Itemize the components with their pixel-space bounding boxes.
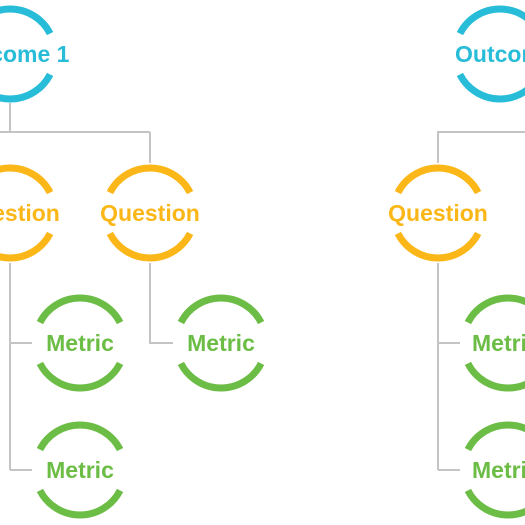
question-node-2: Question <box>100 164 200 262</box>
connector-question-2-to-metric <box>149 263 173 344</box>
metric-label: Metric <box>472 457 525 483</box>
metric-node-1: Metric <box>36 294 124 392</box>
question-label: Question <box>388 200 488 226</box>
question-ring <box>394 164 482 262</box>
metric-ring <box>464 421 525 519</box>
metric-label: Metric <box>472 330 525 356</box>
connector-question-1-to-metrics <box>9 263 32 471</box>
metric-ring <box>464 294 525 392</box>
connector-outcome-1-to-questions <box>0 103 151 163</box>
metric-ring <box>36 421 124 519</box>
metric-ring <box>36 294 124 392</box>
metric-label: Metric <box>46 330 114 356</box>
outcome-node-1: Outcome 1 <box>0 5 70 103</box>
question-node-3: Question <box>388 164 488 262</box>
question-ring <box>106 164 194 262</box>
question-label: Question <box>100 200 200 226</box>
connectors <box>0 103 525 471</box>
metric-ring <box>177 294 265 392</box>
outcome-node-2: Outcome 2 <box>455 5 525 103</box>
metric-node-3: Metric <box>36 421 124 519</box>
connector-outcome-2-to-question <box>437 131 525 163</box>
question-node-1: Question <box>0 164 60 262</box>
metric-node-5: Metric <box>464 421 525 519</box>
metric-node-2: Metric <box>177 294 265 392</box>
connector-question-3-to-metrics <box>437 263 460 471</box>
metric-label: Metric <box>187 330 255 356</box>
outcome-ring <box>0 5 54 103</box>
metric-label: Metric <box>46 457 114 483</box>
outcome-label: Outcome 1 <box>0 41 70 67</box>
metric-node-4: Metric <box>464 294 525 392</box>
outcome-label: Outcome 2 <box>455 41 525 67</box>
question-label: Question <box>0 200 60 226</box>
outcome-ring <box>456 5 525 103</box>
question-ring <box>0 164 54 262</box>
